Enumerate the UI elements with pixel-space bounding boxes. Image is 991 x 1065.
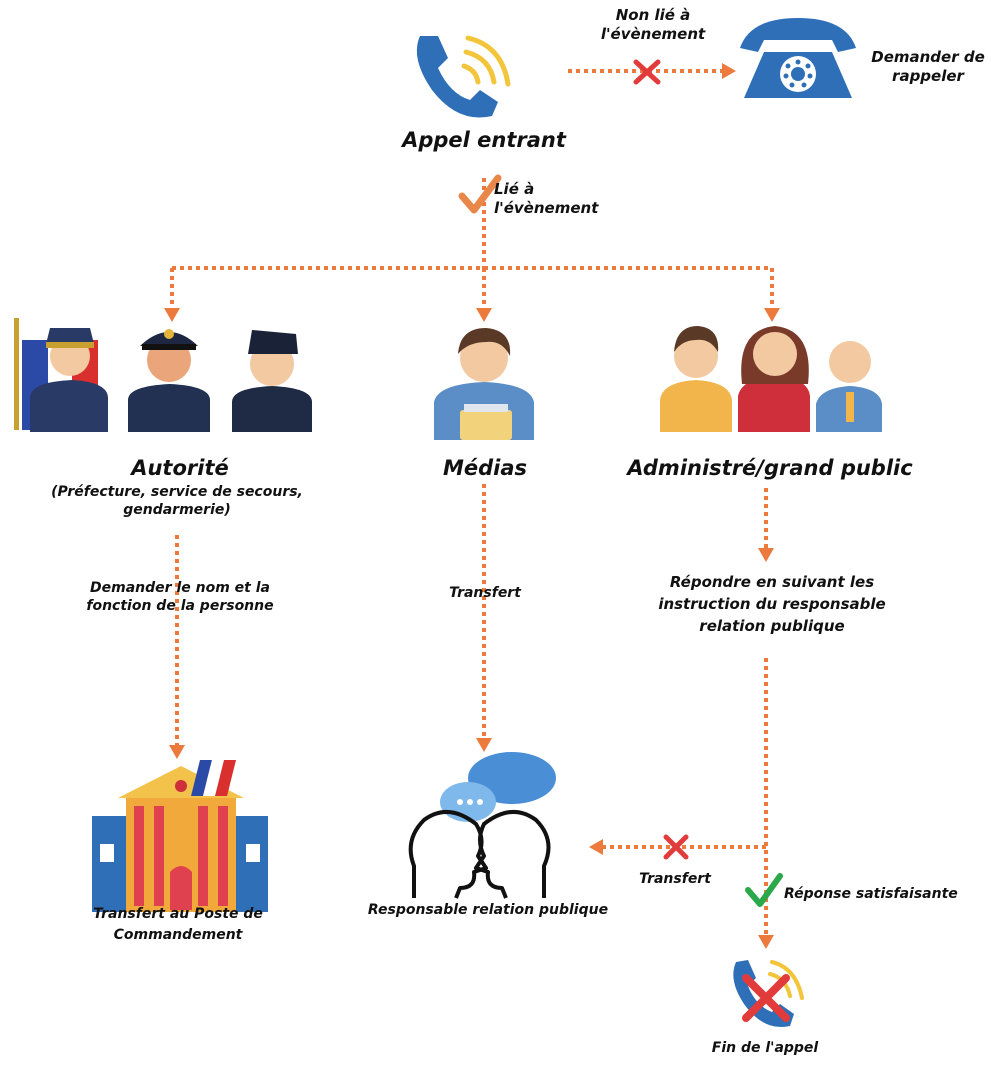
node-public: Administré/grand public <box>627 456 913 480</box>
edge-satisfactory: Réponse satisfaisante <box>784 886 958 902</box>
node-call-back: Demander de rappeler <box>871 48 985 85</box>
edge-transfer-public: Transfert <box>639 871 711 887</box>
desk-phone-icon <box>740 18 856 98</box>
end-call-icon <box>733 960 804 1028</box>
edge-transfer-media: Transfert <box>449 585 521 601</box>
authority-people-icon <box>14 318 312 432</box>
phone-icon <box>416 35 511 118</box>
node-incoming-call: Appel entrant <box>402 128 566 152</box>
edge-ask-name: Demander le nom et la fonction de la per… <box>86 580 274 614</box>
node-command-post: Transfert au Poste de Commandement <box>93 906 263 943</box>
public-people-icon <box>660 326 882 432</box>
conversation-heads-icon <box>408 752 556 899</box>
check-icon <box>458 174 502 214</box>
edge-respond-instructions: Répondre en suivant les instruction du r… <box>658 573 886 635</box>
cross-icon <box>663 834 689 860</box>
check-icon <box>745 873 783 907</box>
journalist-icon <box>434 328 534 440</box>
connectors <box>164 63 780 949</box>
cross-icon <box>633 59 661 85</box>
node-authority-detail: (Préfecture, service de secours, gendarm… <box>51 484 303 518</box>
node-authority: Autorité <box>131 456 229 480</box>
government-building-icon <box>92 760 268 912</box>
node-pr-manager: Responsable relation publique <box>367 902 609 918</box>
edge-not-linked: Non lié à l'évènement <box>600 6 706 43</box>
node-media: Médias <box>442 456 528 480</box>
node-end-call: Fin de l'appel <box>711 1040 819 1056</box>
edge-linked: Lié à l'évènement <box>494 180 599 217</box>
